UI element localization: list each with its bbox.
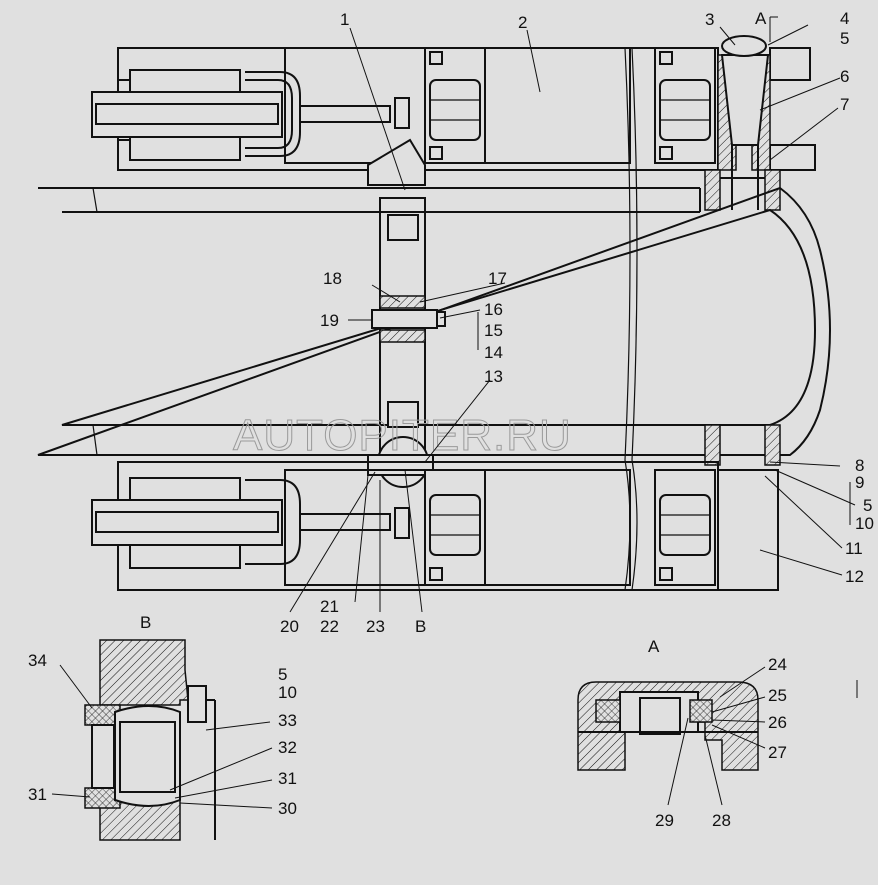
leader-lines [51,16,858,809]
callout-B: B [415,617,426,636]
callout-14: 14 [484,343,503,362]
callout-23: 23 [366,617,385,636]
callout-6: 6 [840,67,849,86]
callout-12: 12 [845,567,864,586]
watermark: AUTOPITER.RU [233,411,572,460]
detail-a [577,681,759,771]
callout-33: 33 [278,711,297,730]
callout-19: 19 [320,311,339,330]
callout-18: 18 [323,269,342,288]
callout-4: 4 [840,9,849,28]
callout-9: 9 [855,473,864,492]
callout-13: 13 [484,367,503,386]
main-beam [37,47,831,591]
bottom-rail [91,461,779,591]
detail-a-title: A [648,637,660,656]
callout-31: 31 [278,769,297,788]
callout-10: 10 [855,514,874,533]
callout-5c: 5 [278,665,287,684]
callout-28: 28 [712,811,731,830]
callout-11: 11 [845,539,863,558]
callout-5b: 5 [863,496,872,515]
callout-8: 8 [855,456,864,475]
callout-10b: 10 [278,683,297,702]
callout-3: 3 [705,10,714,29]
detail-b [84,639,216,841]
callout-labels: 1 2 3 A 4 5 6 7 18 17 19 16 15 14 13 8 9… [28,9,874,830]
callout-32: 32 [278,738,297,757]
callout-24: 24 [768,655,787,674]
callout-21: 21 [320,597,339,616]
callout-29: 29 [655,811,674,830]
callout-27: 27 [768,743,787,762]
callout-25: 25 [768,686,787,705]
callout-7: 7 [840,95,849,114]
detail-b-title: B [140,613,151,632]
callout-16: 16 [484,300,503,319]
callout-15: 15 [484,321,503,340]
callout-26: 26 [768,713,787,732]
callout-34: 34 [28,651,47,670]
callout-2: 2 [518,13,527,32]
callout-20: 20 [280,617,299,636]
callout-1: 1 [340,10,349,29]
callout-5: 5 [840,29,849,48]
callout-22: 22 [320,617,339,636]
callout-30: 30 [278,799,297,818]
callout-A: A [755,9,767,28]
top-rail [91,35,816,211]
callout-17: 17 [488,269,507,288]
callout-31b: 31 [28,785,47,804]
